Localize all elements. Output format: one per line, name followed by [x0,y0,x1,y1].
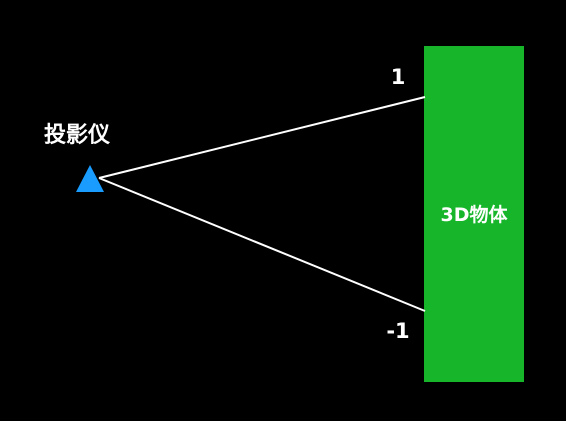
projector-label: 投影仪 [44,123,111,148]
object-block [424,46,524,382]
ray-top [98,96,426,179]
object-label: 3D物体 [441,203,509,226]
triangle-icon [76,165,104,192]
ray-bottom-label: -1 [386,319,409,343]
ray-top-label: 1 [391,65,406,89]
ray-bottom [98,177,426,312]
